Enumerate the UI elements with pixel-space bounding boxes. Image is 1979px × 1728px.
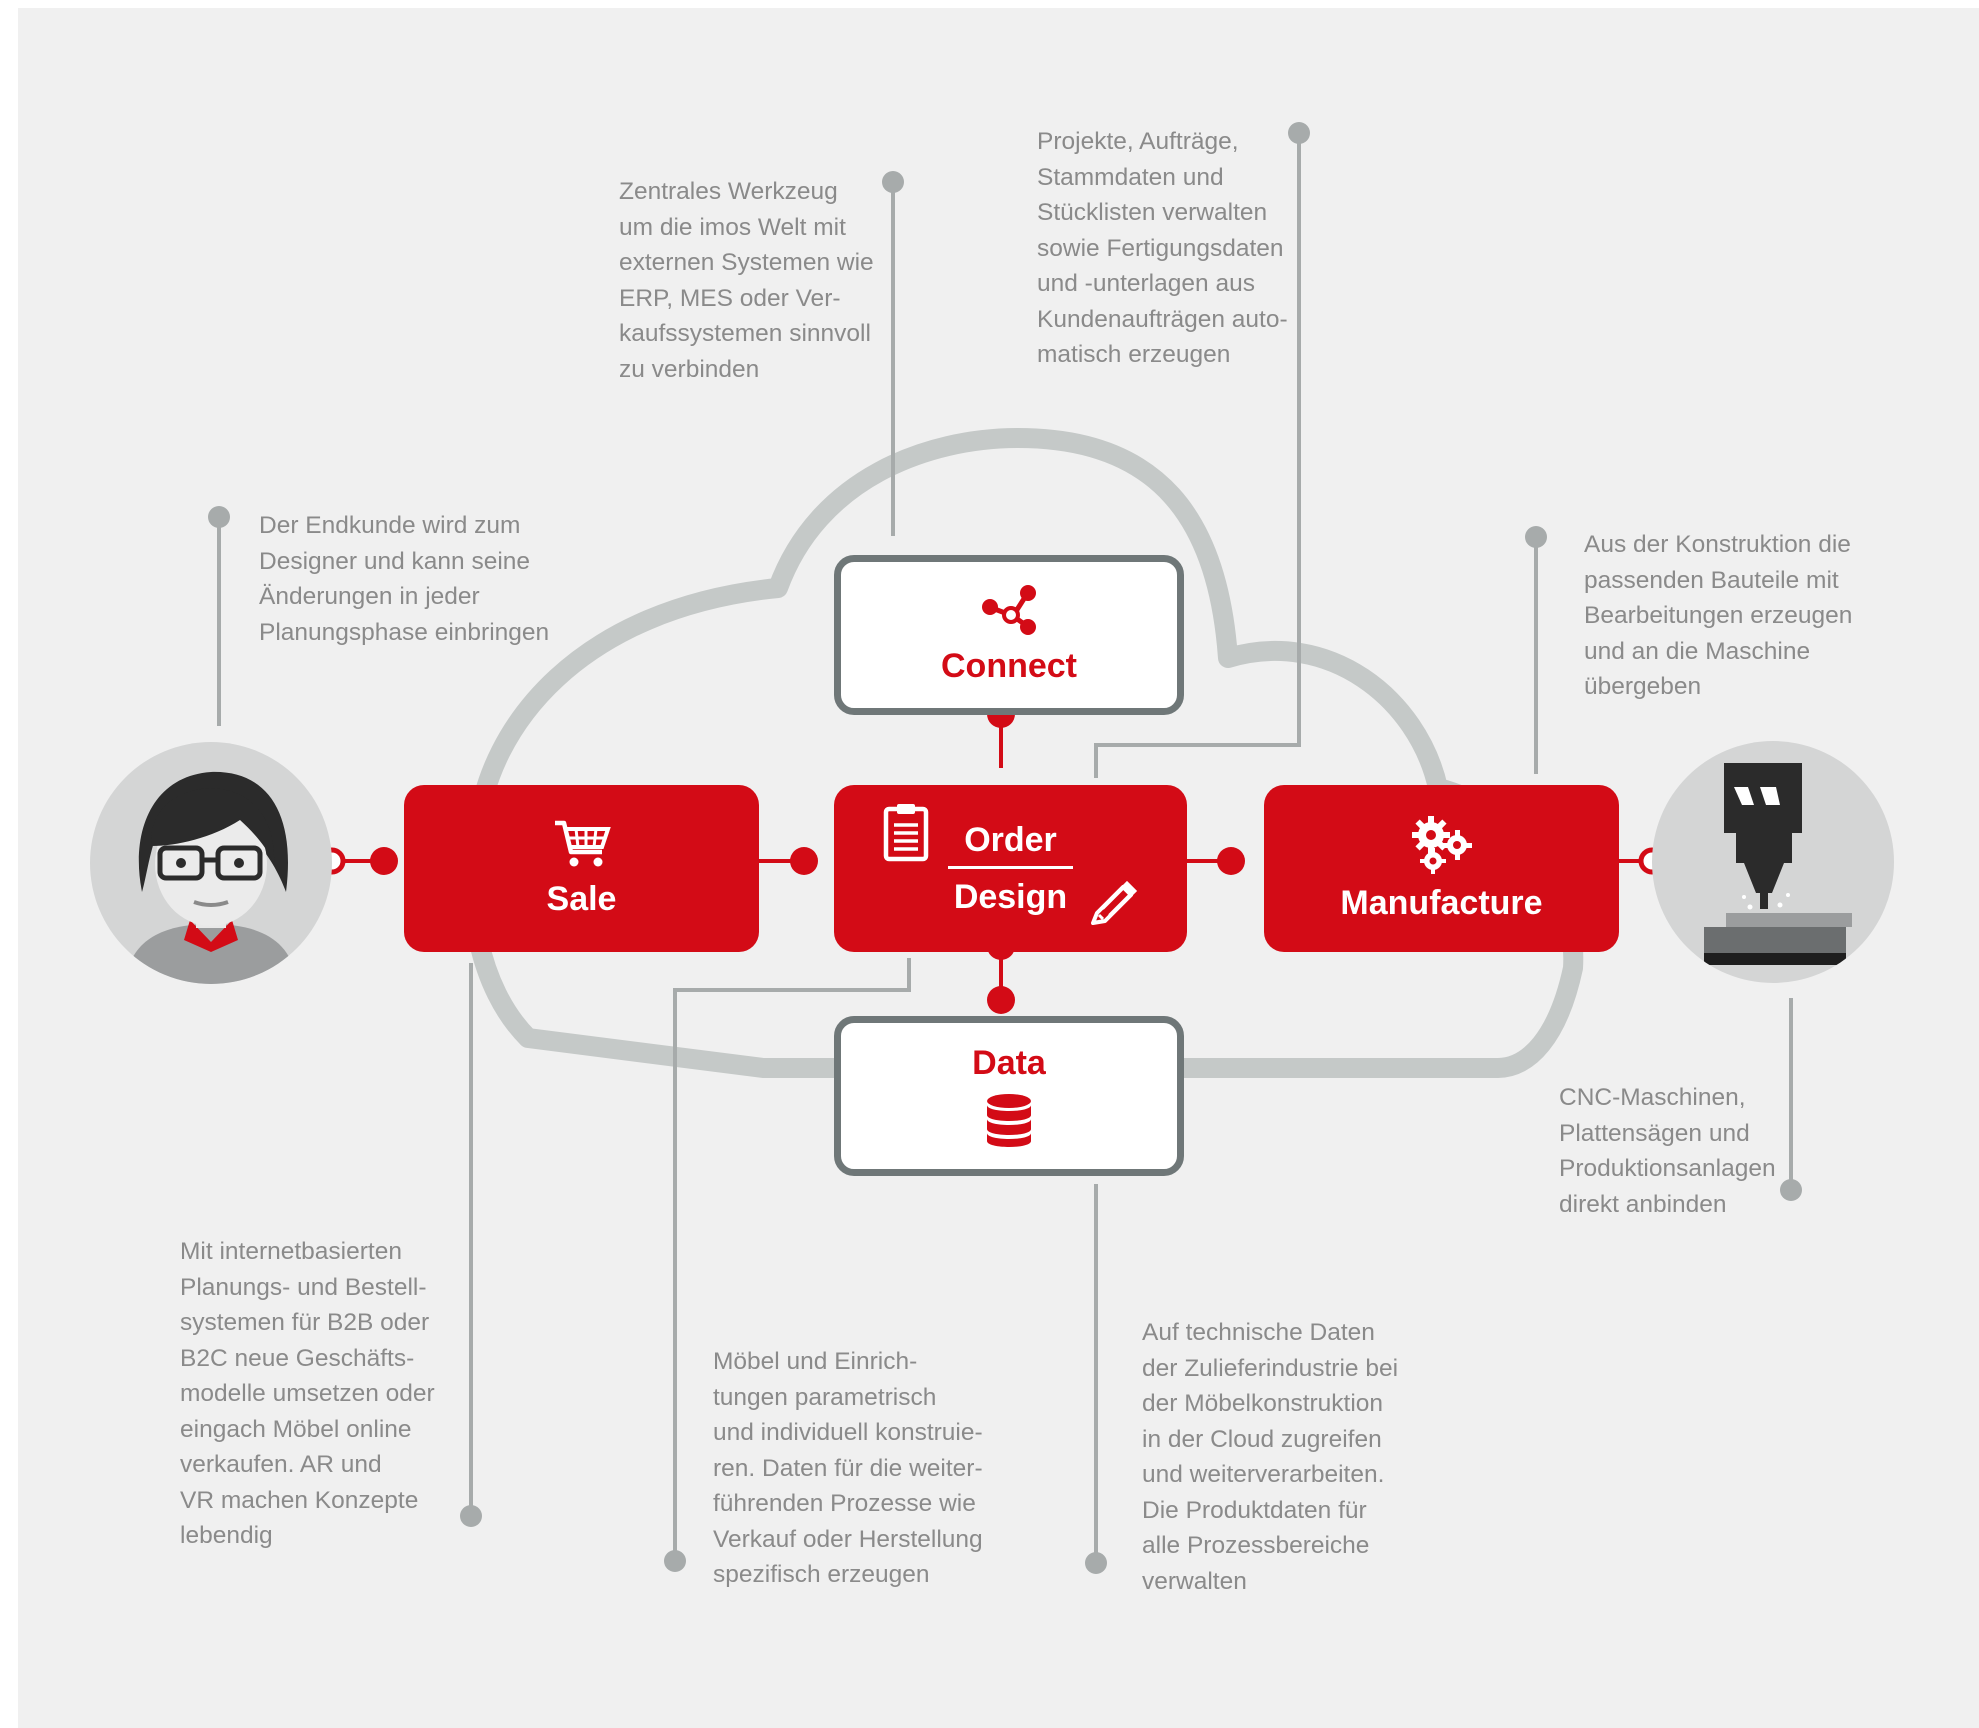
data-box: Data [834,1016,1184,1176]
leader-dot-manufacture [1525,526,1547,548]
design-description: Möbel und Einrich- tungen parametrisch u… [713,1348,983,1588]
leader-dots [208,122,1802,1574]
order-description: Projekte, Aufträge, Stammdaten und Stück… [1037,128,1288,368]
cloud-outline [462,428,1584,1078]
customer-description: Der Endkunde wird zum Designer und kann … [259,512,550,646]
machine-avatar [1652,741,1894,983]
share-network-icon [982,585,1036,635]
order-design-box: Order Design [834,785,1187,952]
design-label: Design [953,878,1068,916]
connect-label: Connect [941,647,1077,685]
diagram-canvas: Connect Sale Order Design [18,8,1979,1728]
cnc-machine-icon [1704,763,1852,965]
leader-dot-machine [1780,1179,1802,1201]
order-design-divider [948,866,1073,869]
leader-line-order [1094,133,1301,778]
manufacture-description: Aus der Konstruktion die passenden Baute… [1584,531,1853,700]
data-label: Data [972,1044,1046,1082]
manufacture-box: Manufacture [1264,785,1619,952]
leader-dot-customer [208,506,230,528]
shopping-cart-icon [554,820,611,866]
leader-lines [217,133,1793,1563]
machine-description: CNC-Maschinen, Plattensägen und Produkti… [1559,1084,1776,1218]
leader-line-design [673,958,911,1561]
pencil-icon [1091,880,1138,925]
gears-icon [1411,815,1472,874]
connect-box: Connect [834,555,1184,715]
leader-dot-connect [882,171,904,193]
leader-dot-design [664,1550,686,1572]
sale-description: Mit internetbasierten Planungs- und Best… [180,1238,435,1549]
leader-dot-data [1085,1552,1107,1574]
customer-avatar [90,742,332,984]
leader-dot-sale [460,1505,482,1527]
sale-box: Sale [404,785,759,952]
order-label: Order [964,821,1057,859]
data-description: Auf technische Daten der Zulieferindustr… [1142,1319,1399,1595]
sale-label: Sale [546,879,617,918]
manufacture-label: Manufacture [1340,883,1543,922]
clipboard-icon [883,804,929,862]
leader-dot-order [1288,122,1310,144]
connect-description: Zentrales Werkzeug um die imos Welt mit … [619,178,874,383]
woman-avatar-icon [125,771,297,984]
database-icon [987,1094,1031,1147]
